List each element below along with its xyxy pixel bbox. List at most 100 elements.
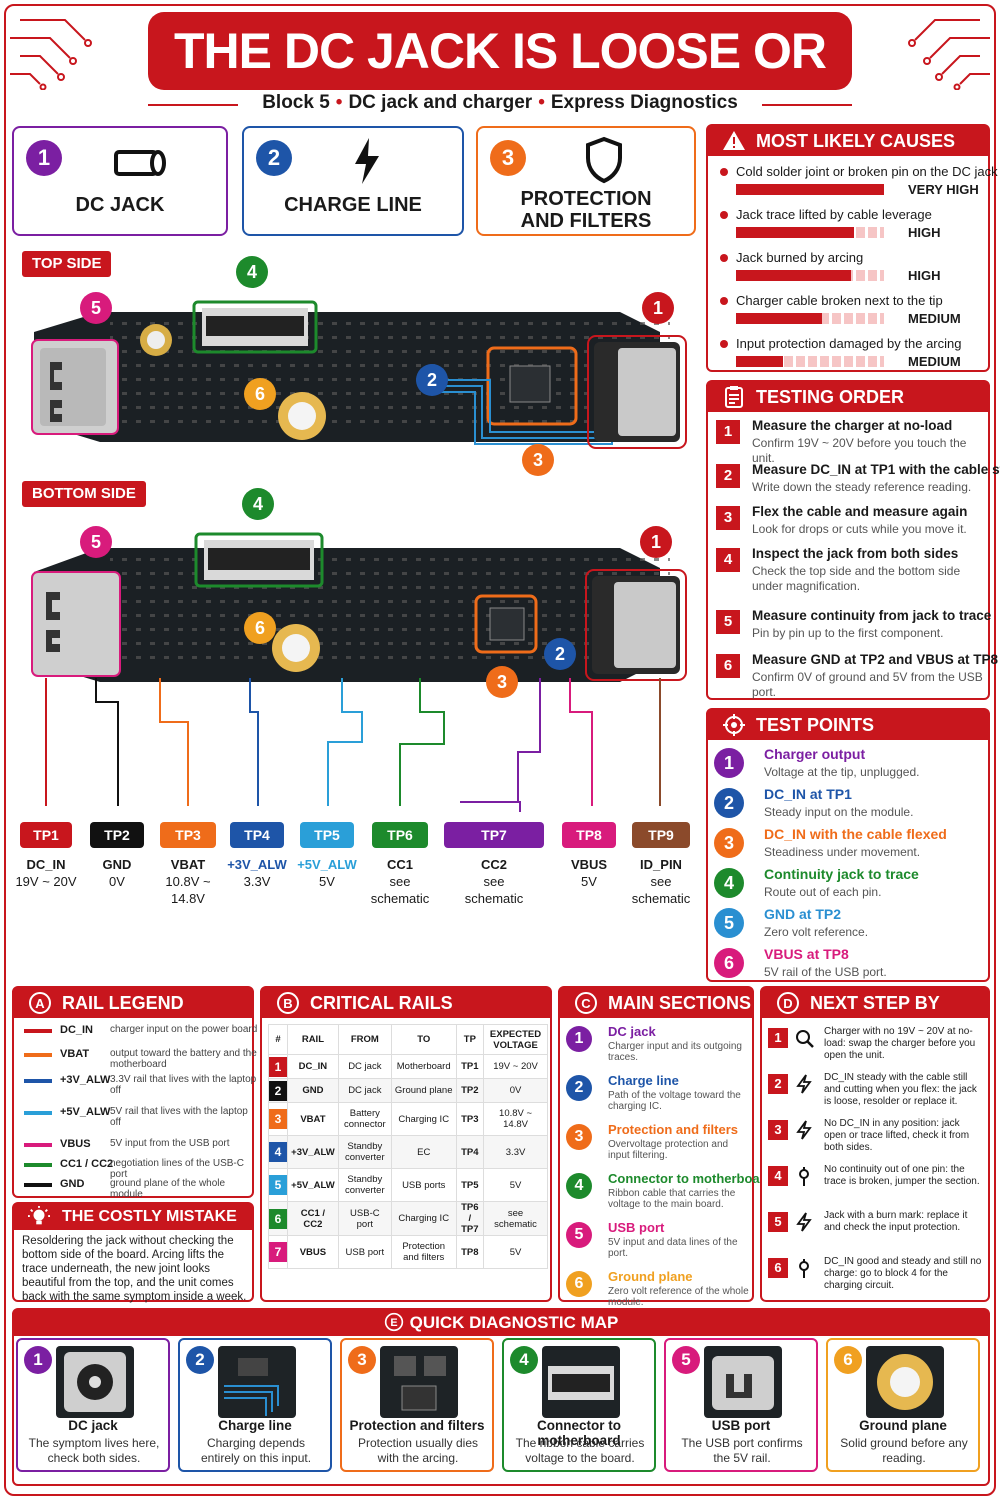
legend-desc: charger input on the power board (110, 1024, 258, 1035)
quickmap-number: 2 (186, 1346, 214, 1374)
next-step-number: 1 (768, 1028, 788, 1048)
quickmap-photo (380, 1346, 458, 1418)
tp-box-tp2: TP2 (90, 822, 144, 848)
lightning-icon (796, 1120, 812, 1140)
rail-cell-tp: TP4 (455, 1135, 485, 1169)
tp-box-tp7: TP7 (444, 822, 544, 848)
subtitle-topic: DC jack and charger (348, 92, 533, 113)
cause-text: Jack burned by arcing (736, 250, 864, 265)
step-title: Measure continuity from jack to trace (752, 608, 992, 623)
block-card-charge-line: 2 CHARGE LINE (242, 126, 464, 236)
cause-bullet (720, 168, 728, 176)
rail-cell-to: Protection and filters (390, 1235, 457, 1269)
rails-col-header: RAIL (287, 1024, 339, 1055)
tp-box-tp1: TP1 (20, 822, 72, 848)
rail-number-badge: 1 (269, 1056, 287, 1077)
section-title: DC jack (608, 1024, 656, 1039)
subtitle-rule-left (148, 104, 238, 106)
cause-text: Cold solder joint or broken pin on the D… (736, 164, 998, 179)
svg-text:B: B (283, 996, 292, 1011)
tp-rail-name: VBAT (170, 857, 206, 872)
likelihood-level: MEDIUM (908, 354, 961, 369)
board-marker-3-top: 3 (522, 444, 554, 476)
rail-cell-rail: VBAT (287, 1102, 339, 1136)
quickmap-detail: Charging depends entirely on this input. (200, 1436, 312, 1465)
quickmap-photo (704, 1346, 782, 1418)
step-title: Measure GND at TP2 and VBUS at TP8 (752, 652, 999, 667)
letter-a-icon: A (29, 992, 51, 1014)
test-point-number: 2 (714, 788, 744, 818)
test-point-number: 1 (714, 748, 744, 778)
likelihood-level: MEDIUM (908, 311, 961, 326)
tp-voltage: see schematic (370, 874, 430, 906)
rail-cell-v: 19V ~ 20V (483, 1054, 548, 1079)
probe-icon (799, 1259, 809, 1278)
section-title: Connector to motherboard (608, 1171, 773, 1186)
cause-text: Input protection damaged by the arcing (736, 336, 962, 351)
test-point-title: Charger output (764, 746, 866, 762)
rail-number-badge: 2 (269, 1080, 287, 1101)
block-number: 1 (26, 140, 62, 176)
step-number: 3 (716, 506, 740, 530)
rail-cell-rail: CC1 / CC2 (287, 1201, 339, 1236)
rail-cell-v: 3.3V (483, 1135, 548, 1169)
rail-cell-to: Ground plane (390, 1078, 457, 1103)
test-point-title: Continuity jack to trace (764, 866, 919, 882)
probe-icon (799, 1167, 809, 1186)
likelihood-level: HIGH (908, 268, 941, 283)
board-marker-2-top: 2 (416, 364, 448, 396)
legend-swatch (24, 1079, 52, 1083)
board-marker-4-top: 4 (236, 256, 268, 288)
rail-cell-rail: VBUS (287, 1235, 339, 1269)
section-number: 3 (566, 1124, 592, 1150)
test-point-detail: Voltage at the tip, unplugged. (764, 765, 920, 779)
section-detail: Zero volt reference of the whole module. (608, 1286, 749, 1308)
rails-col-header: FROM (337, 1024, 392, 1055)
subtitle-block: Block 5 (262, 92, 330, 113)
rail-number-badge: 4 (269, 1142, 287, 1162)
legend-rail: VBUS (60, 1138, 91, 1150)
rails-col-header: EXPECTED VOLTAGE (483, 1024, 548, 1055)
cause-bullet (720, 340, 728, 348)
rail-number: 6 (268, 1201, 288, 1236)
test-point-detail: Zero volt reference. (764, 925, 869, 939)
rail-number: 5 (268, 1168, 288, 1202)
quickmap-title: DC jack (68, 1418, 118, 1433)
likelihood-bar (736, 313, 884, 324)
rail-cell-tp: TP3 (455, 1102, 485, 1136)
next-step-text: No continuity out of one pin: the trace … (824, 1164, 980, 1187)
next-step-text: DC_IN good and steady and still no charg… (824, 1256, 982, 1291)
board-marker-5-top: 5 (80, 292, 112, 324)
block-card-dc-jack: 1 DC JACK (12, 126, 228, 236)
quickmap-title: Ground plane (859, 1418, 947, 1433)
test-point-detail: Route out of each pin. (764, 885, 882, 899)
likelihood-bar (736, 270, 884, 281)
tp-box-tp4: TP4 (230, 822, 284, 848)
rail-cell-v: 10.8V ~ 14.8V (483, 1102, 548, 1136)
rails-col-header: TO (390, 1024, 457, 1055)
tp-box-tp3: TP3 (160, 822, 216, 848)
